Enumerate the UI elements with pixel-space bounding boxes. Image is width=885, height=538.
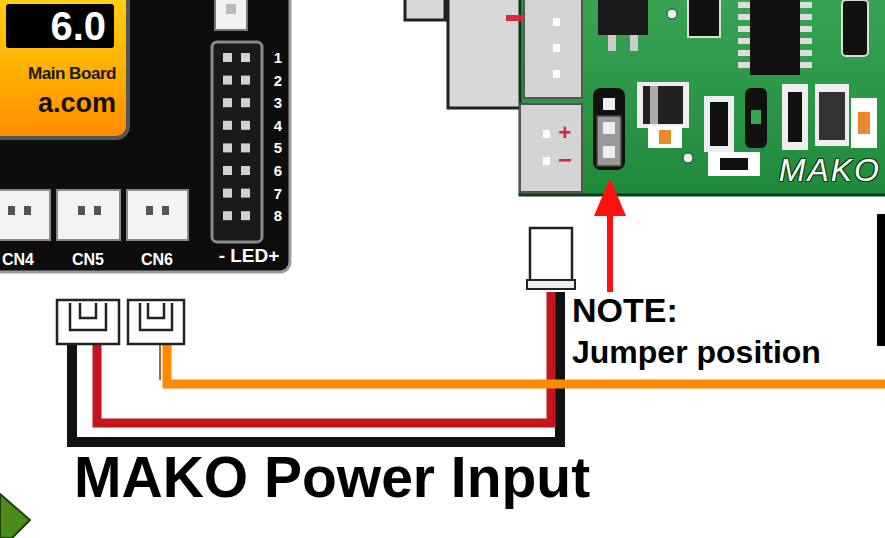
led-header xyxy=(212,42,262,242)
pin-number: 3 xyxy=(274,95,282,110)
board-badge: 6.0Main Board a.com xyxy=(0,0,130,140)
wire-edge xyxy=(159,344,161,380)
badge-text: a.com xyxy=(0,88,116,119)
polarity-sign: + xyxy=(559,122,572,144)
jumper xyxy=(593,88,625,170)
diagram-title: MAKO Power Input xyxy=(72,449,592,506)
connector-label: CN5 xyxy=(72,252,104,268)
callout-arrow xyxy=(607,214,613,292)
pin-number: 8 xyxy=(274,208,282,223)
pin-number: 4 xyxy=(274,118,282,133)
connector-label: CN6 xyxy=(141,252,173,268)
pin-number: 2 xyxy=(274,73,282,88)
pin-number: 7 xyxy=(274,186,282,201)
polarity-sign: − xyxy=(558,148,572,172)
note-heading: NOTE: xyxy=(570,293,680,327)
connector-label: CN4 xyxy=(2,252,34,268)
power-connector xyxy=(520,104,582,192)
edge-bar xyxy=(877,214,885,346)
note-text: Jumper position xyxy=(570,336,823,368)
pin-number: 6 xyxy=(274,163,282,178)
badge-text: Main Board xyxy=(0,64,116,84)
bracket xyxy=(405,0,522,108)
wire-plug xyxy=(57,228,575,344)
connector xyxy=(215,0,247,30)
main-board xyxy=(0,0,290,272)
components xyxy=(598,0,877,176)
polarity-mark xyxy=(506,15,524,21)
connector xyxy=(524,0,582,98)
pin xyxy=(226,4,236,14)
version-number: 6.0 xyxy=(6,4,114,48)
pin-number: 5 xyxy=(274,140,282,155)
board-connectors xyxy=(0,190,188,240)
arrow-head xyxy=(594,178,626,216)
ground-wire xyxy=(72,292,560,442)
mako-board-area: MAKO xyxy=(520,0,885,195)
header-label: - LED+ xyxy=(219,246,280,265)
pin-number: 1 xyxy=(274,50,282,65)
board-name: MAKO xyxy=(779,152,881,189)
header-pins xyxy=(223,53,250,220)
mako-board xyxy=(520,0,885,195)
corner-mark xyxy=(0,494,30,538)
